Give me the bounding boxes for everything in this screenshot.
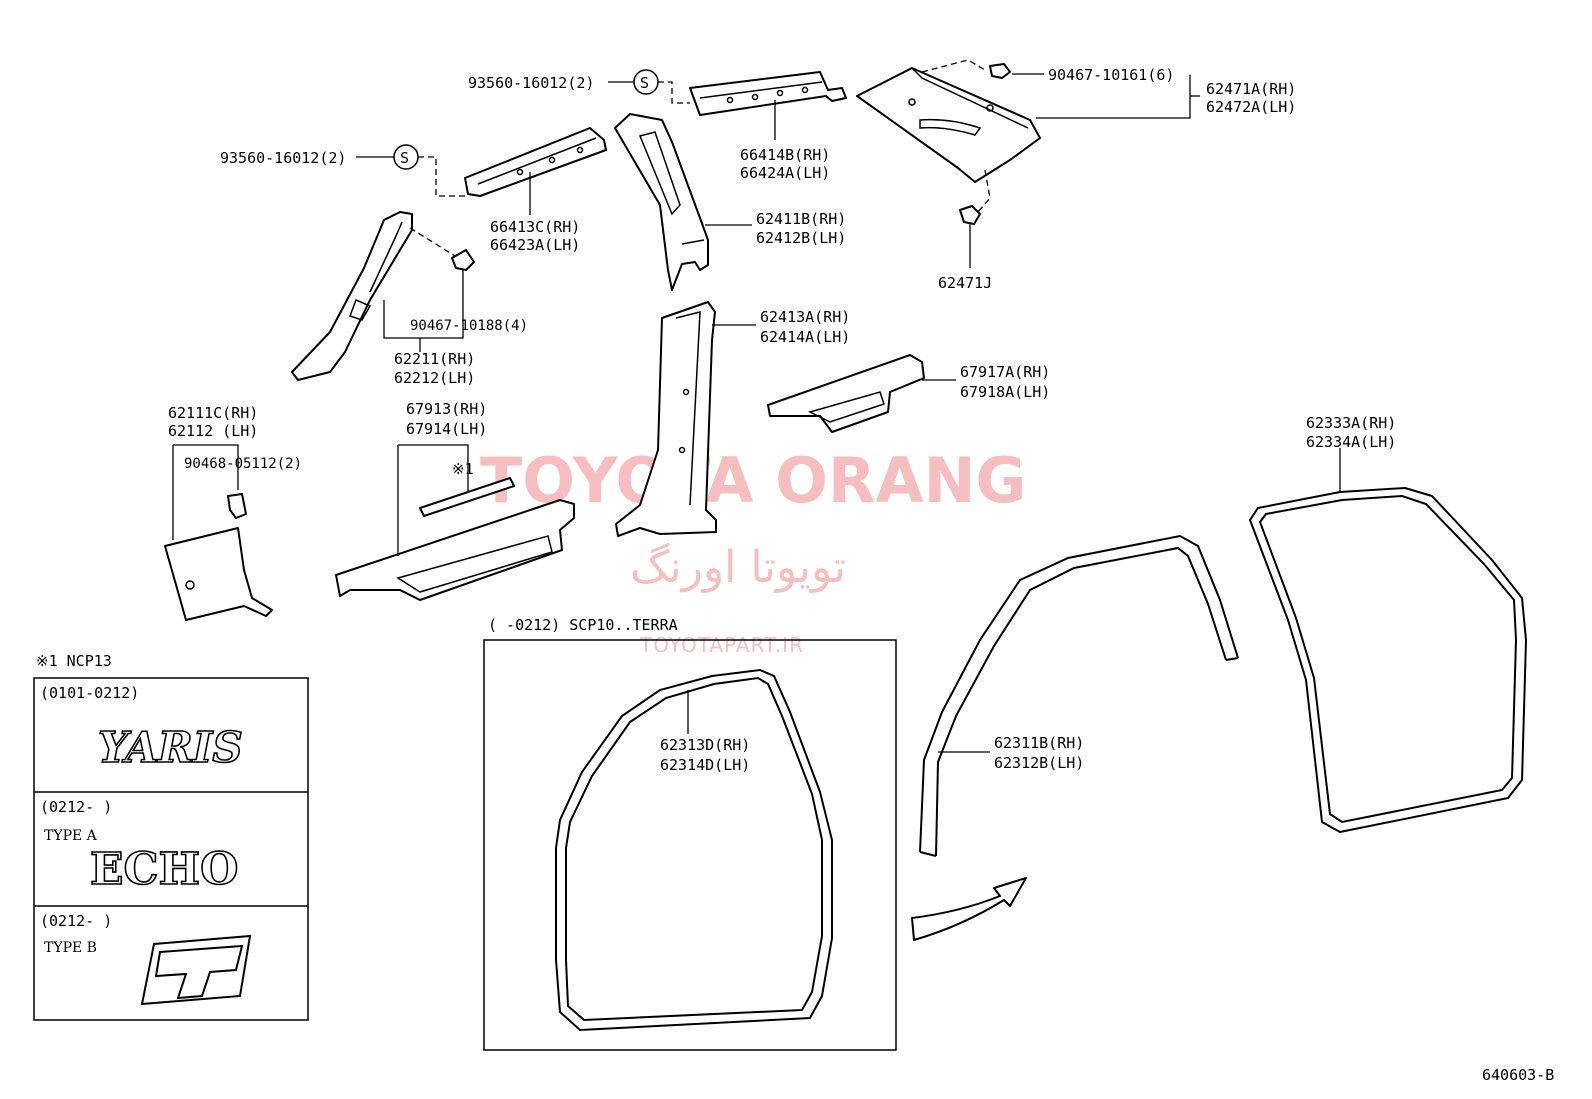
label-90467-10161: 90467-10161(6) (1048, 66, 1174, 84)
label-67917a: 67917A(RH) (960, 363, 1050, 381)
label-62472a: 62472A(LH) (1206, 98, 1296, 116)
label-62112: 62112 (LH) (168, 422, 258, 440)
label-62313d: 62313D(RH) (660, 736, 750, 754)
label-62413a: 62413A(RH) (760, 308, 850, 326)
label-67913: 67913(RH) (406, 400, 487, 418)
emblem-strip (419, 477, 515, 517)
label-90467-10188: 90467-10188(4) (410, 318, 528, 334)
svg-text:S: S (640, 74, 649, 92)
label-62212: 62212(LH) (394, 369, 475, 387)
figure-code: 640603-B (1482, 1066, 1554, 1084)
clip-90467-10188 (451, 249, 475, 271)
part-62333a-weatherstrip (1249, 487, 1527, 833)
label-62111c: 62111C(RH) (168, 404, 258, 422)
part-62211-a-pillar (291, 211, 413, 381)
part-62413a-pillar-lower (615, 301, 717, 537)
part-62111c-cowl-trim (164, 527, 273, 621)
part-66414b-rail (689, 71, 847, 116)
scp10-box (483, 639, 897, 1051)
clip-62471j (959, 205, 981, 225)
part-62313d-weatherstrip (555, 668, 833, 1032)
label-62411b: 62411B(RH) (756, 210, 846, 228)
part-67917a-scuff-plate (767, 354, 925, 433)
note-star1: ※1 (452, 460, 474, 478)
label-62412b: 62412B(LH) (756, 229, 846, 247)
inset-title: ※1 NCP13 (36, 652, 112, 670)
label-62414a: 62414A(LH) (760, 328, 850, 346)
screw-symbol-left: S (393, 144, 419, 170)
label-66424a: 66424A(LH) (740, 164, 830, 182)
part-66413c-rail (464, 127, 607, 197)
clip-90468-05112 (227, 493, 247, 519)
inset-row-2-type: TYPE A (44, 828, 98, 844)
label-93560-16012-left: 93560-16012(2) (220, 149, 346, 167)
screw-symbol-top: S (633, 69, 659, 95)
svg-text:S: S (400, 149, 409, 167)
label-90468-05112: 90468-05112(2) (184, 456, 302, 472)
part-67913-scuff-plate (335, 499, 575, 601)
label-93560-16012-top: 93560-16012(2) (468, 74, 594, 92)
label-67914: 67914(LH) (406, 420, 487, 438)
inset-row-3-type: TYPE B (44, 940, 97, 956)
inset-row-3-period: (0212- ) (40, 912, 112, 930)
arrow-icon (911, 877, 1027, 941)
label-66414b: 66414B(RH) (740, 146, 830, 164)
label-62314d: 62314D(LH) (660, 756, 750, 774)
inset-row-1-period: (0101-0212) (40, 684, 139, 702)
clip-90467-10161 (989, 63, 1011, 79)
label-62311b: 62311B(RH) (994, 734, 1084, 752)
emblem-toyota-sport-logo (140, 934, 252, 1006)
label-62334a: 62334A(LH) (1306, 433, 1396, 451)
part-62411b-pillar-upper (614, 113, 709, 291)
emblem-yaris: YARIS (98, 723, 243, 772)
scp10-header: ( -0212) SCP10..TERRA (488, 616, 678, 634)
emblem-echo: ECHO (90, 844, 238, 895)
label-62211: 62211(RH) (394, 350, 475, 368)
watermark-persian: تویوتا اورنگ (630, 542, 846, 593)
label-66423a: 66423A(LH) (490, 236, 580, 254)
label-66413c: 66413C(RH) (490, 218, 580, 236)
label-62333a: 62333A(RH) (1306, 414, 1396, 432)
inset-box (33, 677, 309, 1021)
label-67918a: 67918A(LH) (960, 383, 1050, 401)
watermark-url: TOYOTAPART.IR (639, 633, 804, 657)
part-62471a-quarter-trim (856, 67, 1041, 183)
label-62471a: 62471A(RH) (1206, 80, 1296, 98)
inset-row-2-period: (0212- ) (40, 798, 112, 816)
label-62312b: 62312B(LH) (994, 754, 1084, 772)
label-62471j: 62471J (938, 274, 992, 292)
part-62311b-weatherstrip (919, 534, 1239, 857)
